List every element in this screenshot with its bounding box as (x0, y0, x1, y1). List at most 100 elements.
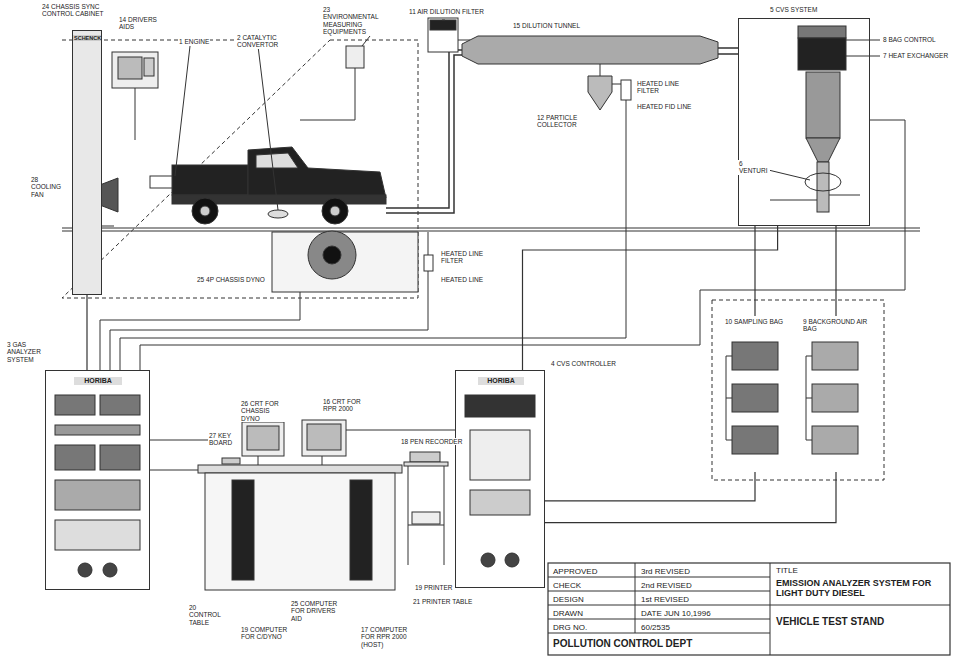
callout-label: 18 PEN RECORDER (400, 438, 463, 445)
art-shape (135, 88, 136, 140)
art-shape (100, 292, 300, 370)
art-shape (55, 18, 950, 655)
title-block-cell: DESIGN (552, 595, 585, 604)
callout-label: 2 CATALYTIC CONVERTOR (236, 34, 300, 49)
art-shape (718, 48, 738, 54)
callout-label: 11 AIR DILUTION FILTER (408, 8, 485, 15)
art-shape (410, 452, 440, 462)
callout-label: 16 CRT FOR RPR 2000 (322, 398, 368, 413)
art-shape (462, 36, 718, 64)
title-block-cell: TITLE (775, 566, 799, 575)
title-block-cell: 2nd REVISED (640, 581, 693, 590)
title-block-cell: DRAWN (552, 609, 584, 618)
controller-rack: 4 CVS CONTROLLERHORIBA (455, 370, 545, 588)
art-shape (470, 430, 530, 480)
art-shape (323, 246, 341, 264)
callout-label: 21 PRINTER TABLE (412, 598, 473, 605)
art-shape (812, 426, 858, 454)
title-block-cell: EMISSION ANALYZER SYSTEM FOR LIGHT DUTY … (775, 578, 949, 599)
art-shape (330, 206, 340, 216)
art-shape (350, 480, 372, 580)
title-block-cell: DRG NO. (552, 623, 588, 632)
art-shape (268, 210, 288, 218)
callout-label: HEATED LINE FILTER (440, 250, 486, 265)
art-shape (307, 424, 341, 450)
art-shape (346, 430, 455, 431)
callout-label: HEATED LINE (440, 276, 484, 283)
title-block-cell: APPROVED (552, 567, 598, 576)
title-block-cell: 3rd REVISED (640, 567, 691, 576)
callout-label: 20 CONTROL TABLE (188, 604, 224, 626)
art-shape (198, 465, 402, 473)
cable-connector (86, 295, 87, 370)
callout-label: 6 VENTURI (738, 160, 770, 175)
art-shape (621, 80, 631, 100)
art-shape (140, 120, 905, 370)
art-shape (172, 165, 248, 195)
callout-label: 19 PRINTER (414, 584, 454, 591)
art-shape (55, 480, 140, 510)
title-block-cell: 1st REVISED (640, 595, 690, 604)
art-shape (806, 138, 840, 162)
callout-label: 7 HEAT EXCHANGER (882, 52, 949, 59)
node-heading: 3 GAS ANALYZER SYSTEM (6, 341, 44, 363)
cable-connector (754, 226, 755, 316)
cvs-system-box: 5 CVS SYSTEM (738, 18, 870, 226)
analyzer-rack: 3 GAS ANALYZER SYSTEMHORIBA (45, 370, 150, 590)
callout-label: 14 DRIVERS AIDS (118, 16, 160, 31)
bag-group: 9 BACKGROUND AIR BAG (800, 316, 872, 472)
art-shape (798, 26, 846, 38)
art-shape (55, 520, 140, 550)
callout-label: 19 COMPUTER FOR C/DYNO (240, 626, 294, 641)
art-shape (465, 395, 535, 417)
art-shape (424, 255, 433, 271)
art-shape (78, 563, 92, 577)
title-block-cell: 60/2535 (640, 623, 671, 632)
art-shape (242, 422, 284, 456)
title-block-cell: VEHICLE TEST STAND (775, 616, 885, 628)
title-block-cell: POLLUTION CONTROL DEPT (552, 638, 693, 650)
art-shape (386, 50, 462, 208)
art-shape (62, 40, 418, 298)
node-heading: 9 BACKGROUND AIR BAG (802, 318, 870, 333)
callout-label: 12 PARTICLE COLLECTOR (536, 114, 600, 129)
art-shape (100, 445, 140, 470)
cable-connector (523, 226, 778, 370)
art-shape (302, 420, 346, 456)
art-shape (470, 490, 530, 515)
callout-label: 25 4P CHASSIS DYNO (196, 276, 266, 283)
art-shape (300, 68, 355, 120)
callout-label: HEATED LINE FILTER (636, 80, 682, 95)
callout-label: 25 COMPUTER FOR DRIVERS AID (290, 600, 346, 622)
node-heading: 4 CVS CONTROLLER (550, 360, 617, 367)
bag-group: 10 SAMPLING BAG (722, 316, 788, 472)
callout-label: 28 COOLING FAN (30, 176, 66, 198)
art-shape (62, 228, 920, 231)
art-shape (404, 462, 448, 466)
art-shape (428, 18, 458, 52)
callout-label: 27 KEY BOARD (208, 432, 240, 447)
art-shape (232, 480, 254, 580)
art-shape (806, 72, 840, 138)
art-shape (256, 153, 298, 168)
art-shape (100, 395, 140, 415)
art-shape (798, 38, 846, 70)
art-shape (732, 384, 778, 412)
art-shape (600, 64, 601, 76)
art-shape (205, 473, 395, 590)
art-shape (258, 456, 322, 465)
art-shape (150, 176, 172, 188)
art-shape (175, 20, 880, 210)
title-block-cell: CHECK (552, 581, 582, 590)
art-shape (308, 231, 356, 279)
cable-connector (545, 472, 836, 523)
sync-cabinet: 24 CHASSIS SYNC CONTROL CABINETSCHENCK (72, 30, 102, 295)
art-shape (110, 300, 428, 370)
callout-label: 17 COMPUTER FOR RPR 2000 (HOST) (360, 626, 422, 648)
art-shape (192, 198, 218, 224)
node-text: HORIBA (74, 377, 122, 385)
art-shape (346, 46, 364, 68)
art-shape (222, 458, 240, 464)
node-heading: 24 CHASSIS SYNC CONTROL CABINET (41, 3, 105, 18)
